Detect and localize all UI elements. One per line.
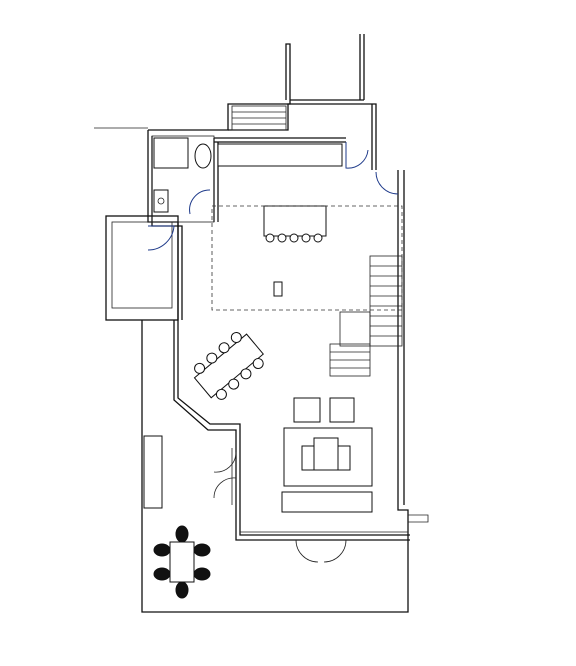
column	[273, 281, 283, 297]
top-stairs	[231, 105, 287, 131]
sofa	[281, 491, 373, 513]
coffee-table-inner	[313, 437, 339, 471]
bathroom	[151, 135, 215, 223]
island	[263, 205, 327, 237]
pool-inner	[111, 221, 173, 309]
kitchen-counter	[217, 143, 343, 167]
armchair-right	[329, 397, 355, 423]
bench	[143, 435, 163, 509]
windows	[217, 210, 408, 533]
outdoor-dining	[153, 525, 211, 599]
dining-table	[193, 331, 264, 400]
living-area	[281, 397, 373, 513]
pool-outline	[105, 215, 179, 321]
sink	[153, 189, 169, 213]
exterior-walls	[94, 34, 429, 613]
toilet	[194, 143, 212, 169]
interior-stairs	[329, 255, 403, 377]
toilet-tank	[153, 137, 189, 169]
armchair-left	[293, 397, 321, 423]
doors	[147, 142, 399, 563]
bar-stools	[265, 233, 323, 243]
